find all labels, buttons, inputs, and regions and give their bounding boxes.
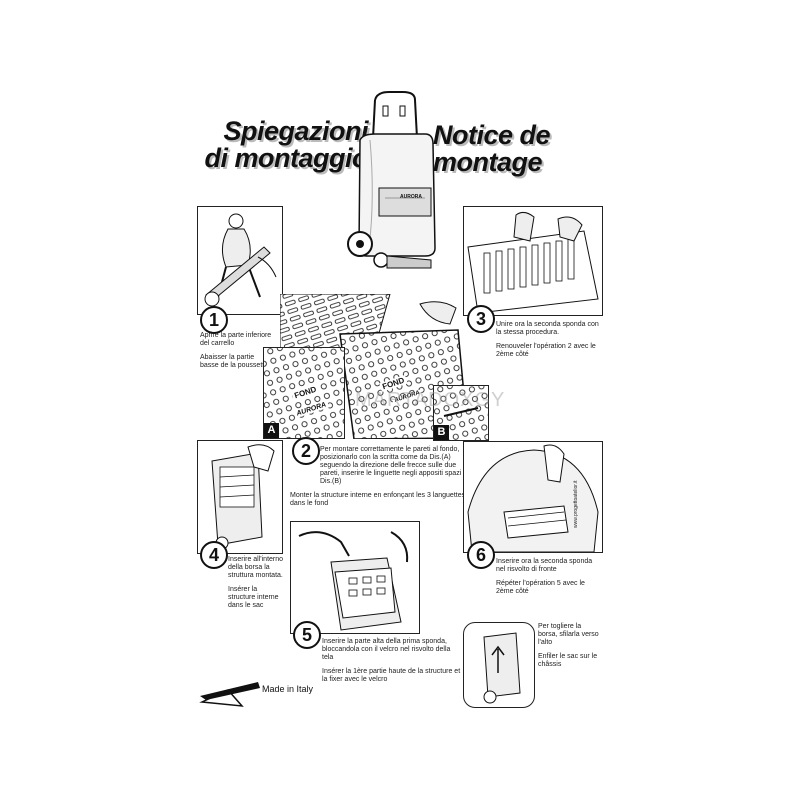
panel-step-6	[463, 441, 603, 553]
cart-illustration: AURORA	[345, 88, 445, 288]
step-7-text: Per togliere la borsa, sfilarla verso l'…	[538, 623, 602, 675]
aurora-logo: AURORA	[198, 676, 262, 708]
title-italian-line2: di montaggio	[204, 143, 369, 173]
title-italian: Spiegazioni di montaggio	[198, 116, 369, 173]
step-6-text: Inserire ora la seconda sponda nel risvo…	[496, 558, 602, 602]
panel-step-4	[197, 440, 283, 554]
cart-brand-label: AURORA	[400, 194, 422, 200]
step-5-badge: 5	[293, 621, 321, 649]
title-italian-line1: Spiegazioni	[223, 116, 368, 146]
step-7-italian: Per togliere la borsa, sfilarla verso l'…	[538, 623, 599, 646]
title-french: Notice de montage	[433, 122, 593, 176]
step-2-text: Per montare correttamente le pareti al f…	[290, 446, 468, 514]
step-2-badge: 2	[292, 437, 320, 465]
step-3-french: Renouveler l'opération 2 avec le 2ème cô…	[496, 343, 596, 358]
step-1-french: Abaisser la partie basse de la poussette	[200, 354, 269, 369]
panel-step-3	[463, 206, 603, 316]
step-3-badge: 3	[467, 305, 495, 333]
step-1-badge: 1	[200, 306, 228, 334]
step-5-italian: Inserire la parte alta della prima spond…	[322, 638, 451, 661]
step-5-text: Inserire la parte alta della prima spond…	[322, 638, 462, 690]
step-4-french: Insérer la structure interne dans le sac	[228, 586, 279, 609]
detail-b-letter: B	[434, 425, 449, 440]
title-french-line2: montage	[433, 147, 543, 177]
made-in-italy: Made in Italy	[262, 684, 314, 694]
panel-detail-b: B	[433, 385, 489, 441]
step-5-french: Insérer la 1ère partie haute de la struc…	[322, 668, 461, 683]
step-1-italian: Aprire la parte inferiore del carrello	[200, 332, 272, 347]
step-2-french: Monter la structure interne en enfonçant…	[290, 492, 466, 507]
title-french-line1: Notice de	[433, 120, 551, 150]
step-4-text: Inserire all'interno della borsa la stru…	[228, 556, 286, 616]
step-2-italian: Per montare correttamente le pareti al f…	[320, 446, 462, 485]
step-1-text: Aprire la parte inferiore del carrello A…	[200, 332, 272, 376]
side-credit: www.progettoatelior.it	[573, 480, 579, 528]
step-6-italian: Inserire ora la seconda sponda nel risvo…	[496, 558, 593, 573]
panel-detail-a: FOND AURORA A	[263, 347, 345, 439]
detail-a-letter: A	[264, 423, 279, 438]
step-6-badge: 6	[467, 541, 495, 569]
step-4-italian: Inserire all'interno della borsa la stru…	[228, 556, 284, 579]
step-6-french: Répéter l'opération 5 avec le 2ème côté	[496, 580, 585, 595]
panel-step-7	[463, 622, 535, 708]
panel-step-5	[290, 521, 420, 634]
step-3-italian: Unire ora la seconda sponda con la stess…	[496, 321, 599, 336]
step-7-french: Enfiler le sac sur le châssis	[538, 653, 598, 668]
panel-step-1	[197, 206, 283, 315]
step-3-text: Unire ora la seconda sponda con la stess…	[496, 321, 602, 365]
step-4-badge: 4	[200, 541, 228, 569]
watermark: MARTADOXGY	[355, 389, 506, 411]
